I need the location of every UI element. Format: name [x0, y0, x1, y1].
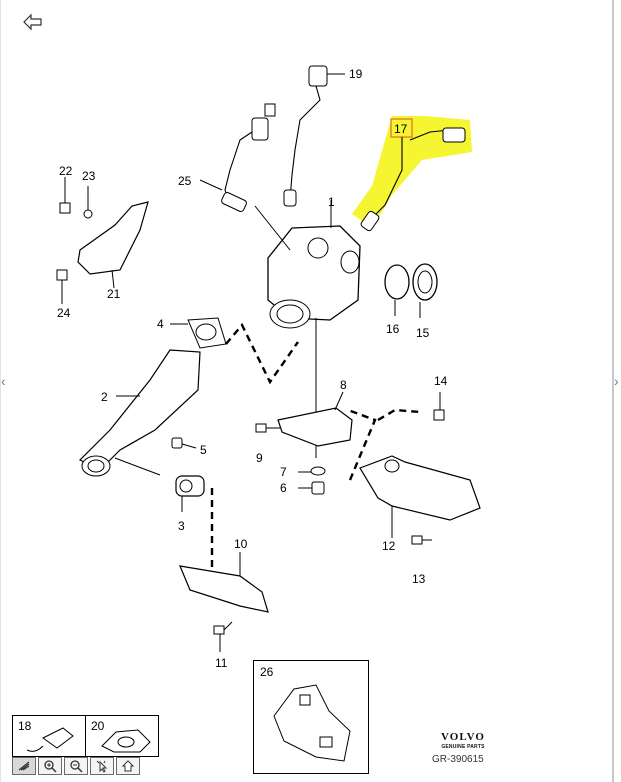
callout-1: 1 — [328, 195, 335, 209]
inset-part-20[interactable]: 20 — [85, 715, 159, 757]
scroll-right-icon[interactable]: › — [614, 373, 619, 389]
inset-part-26[interactable]: 26 — [253, 660, 369, 774]
zoom-in-icon[interactable] — [38, 757, 62, 775]
callout-12: 12 — [382, 539, 396, 553]
callout-17: 17 — [394, 122, 408, 136]
callout-25: 25 — [178, 174, 192, 188]
brand-name: VOLVO — [441, 731, 485, 743]
inset-18-label: 18 — [18, 719, 32, 733]
volvo-logo: VOLVO GENUINE PARTS — [428, 731, 498, 750]
callout-21: 21 — [107, 287, 121, 301]
zoom-out-icon[interactable] — [64, 757, 88, 775]
inset-part-18[interactable]: 18 — [12, 715, 86, 757]
select-pointer-icon[interactable] — [90, 757, 114, 775]
callout-16: 16 — [386, 322, 400, 336]
back-arrow-icon[interactable] — [22, 12, 44, 32]
inset-26-label: 26 — [260, 665, 274, 679]
callout-14: 14 — [434, 374, 448, 388]
callout-8: 8 — [340, 378, 347, 392]
callout-11: 11 — [215, 656, 228, 670]
inset-20-label: 20 — [91, 719, 105, 733]
callout-22: 22 — [59, 164, 73, 178]
heat-shield-icon — [273, 684, 351, 762]
brand-tagline: GENUINE PARTS — [441, 744, 485, 750]
callout-7: 7 — [280, 465, 287, 479]
clamp-icon — [101, 729, 151, 753]
callout-4: 4 — [157, 317, 164, 331]
callout-10: 10 — [234, 537, 248, 551]
callout-15: 15 — [416, 326, 430, 340]
scroll-left-icon[interactable]: ‹ — [1, 373, 6, 389]
callout-3: 3 — [178, 519, 185, 533]
callout-6: 6 — [280, 481, 287, 495]
callout-2: 2 — [101, 390, 108, 404]
home-icon[interactable] — [116, 757, 140, 775]
viewer-left-border — [0, 0, 1, 782]
callout-9: 9 — [256, 451, 263, 465]
callout-13: 13 — [412, 572, 426, 586]
sensor-clip-icon — [26, 727, 74, 752]
viewer-toolbar — [12, 757, 144, 775]
callout-24: 24 — [57, 306, 71, 320]
viewer-right-border — [612, 0, 614, 782]
highlight-part-17 — [352, 116, 472, 228]
callout-23: 23 — [82, 169, 96, 183]
callout-5: 5 — [200, 443, 207, 457]
callout-19: 19 — [349, 67, 363, 81]
pan-icon[interactable] — [12, 757, 36, 775]
diagram-id: GR-390615 — [432, 754, 484, 765]
